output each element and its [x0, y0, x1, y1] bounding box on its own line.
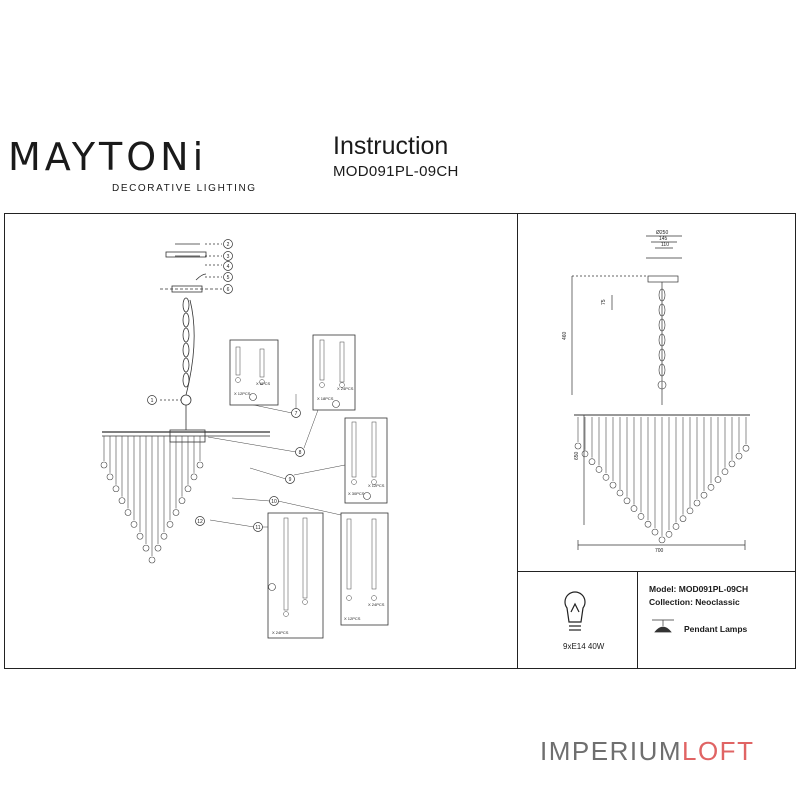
- dim-700: 700: [655, 548, 664, 554]
- spec-lamp: 9xE14 40W: [563, 642, 605, 651]
- crystal-drop: [616, 489, 624, 497]
- crystal-drop: [142, 544, 150, 552]
- crystal-drop: [154, 544, 162, 552]
- crystal-rods-left: [100, 436, 204, 564]
- part-count: X 24PCS: [368, 602, 385, 607]
- crystal-drop: [136, 532, 144, 540]
- crystal-drop: [714, 476, 722, 483]
- crystal-drop: [707, 484, 715, 491]
- crystal-drop: [178, 497, 186, 504]
- callout-12: 12: [197, 519, 203, 525]
- crystal-drop: [190, 473, 198, 481]
- drawing-frame: [4, 213, 796, 669]
- crystal-drop: [118, 497, 126, 504]
- watermark: IMPERIUMLOFT: [540, 736, 755, 766]
- crystal-drop: [630, 505, 638, 512]
- crystal-drop: [665, 530, 673, 538]
- crystal-rods-right: [574, 417, 750, 544]
- chandelier-body: [102, 405, 270, 443]
- crystal-drop: [651, 528, 659, 536]
- crystal-drop: [166, 521, 174, 528]
- callout-7: 7: [295, 411, 298, 417]
- callout-9: 9: [289, 477, 292, 483]
- part-count: X 12PCS: [344, 616, 361, 621]
- crystal-drop: [658, 536, 666, 544]
- spec-model: Model: MOD091PL-09CH: [649, 584, 749, 594]
- crystal-drop: [112, 485, 120, 493]
- crystal-drop: [172, 509, 180, 516]
- crystal-drop: [721, 468, 729, 476]
- part-count: X 24PCS: [337, 386, 354, 391]
- crystal-drop: [686, 507, 694, 515]
- mounting-parts: [160, 243, 222, 293]
- crystal-drop: [693, 499, 701, 507]
- crystal-drop: [581, 450, 589, 458]
- crystal-drop: [100, 461, 108, 469]
- part-count: X 18PCS: [317, 396, 334, 401]
- crystal-drop: [735, 452, 743, 460]
- dim-75: 75: [601, 299, 607, 305]
- crystal-drop: [637, 513, 645, 520]
- pendant-icon: [652, 619, 674, 633]
- crystal-drop: [595, 466, 603, 473]
- crystal-drop: [160, 532, 168, 540]
- dim-650: 650: [574, 451, 580, 460]
- crystal-drop: [184, 485, 192, 493]
- crystal-drop: [623, 497, 631, 505]
- callout-3: 3: [227, 254, 230, 260]
- spec-type: Pendant Lamps: [684, 624, 748, 634]
- model-heading: MOD091PL-09CH: [333, 163, 459, 180]
- dimension-drawing: [571, 235, 750, 550]
- callout-2: 2: [227, 242, 230, 248]
- crystal-drop: [196, 461, 204, 469]
- dim-diameter: Ø250: [656, 230, 668, 236]
- part-count: X 12PCS: [368, 483, 385, 488]
- crystal-drop: [672, 523, 680, 530]
- spec-collection: Collection: Neoclassic: [649, 597, 740, 607]
- brand-logo: MAYTONi: [8, 135, 208, 179]
- callout-5: 5: [227, 275, 230, 281]
- part-count: X 24PCS: [272, 630, 289, 635]
- frame-divider-horizontal: [517, 571, 796, 572]
- frame-divider-vertical: [517, 213, 518, 669]
- crystal-drop: [602, 473, 610, 481]
- brand-tagline: DECORATIVE LIGHTING: [112, 183, 257, 194]
- callout-8: 8: [299, 450, 302, 456]
- spec-divider: [637, 571, 638, 669]
- crystal-drop: [148, 556, 156, 564]
- crystal-drop: [588, 458, 596, 465]
- dim-110: 110: [661, 242, 669, 248]
- callout-11: 11: [255, 525, 260, 531]
- part-count: X 6PCS: [256, 381, 271, 386]
- callout-4: 4: [227, 264, 230, 270]
- crystal-drop: [679, 515, 687, 522]
- crystal-drop: [106, 473, 114, 481]
- crystal-drop: [644, 520, 652, 528]
- crystal-drop: [742, 444, 750, 452]
- part-count: X 30PCS: [348, 491, 365, 496]
- chain: [182, 297, 195, 396]
- crystal-drop: [609, 481, 617, 489]
- crystal-drop: [574, 442, 582, 450]
- part-boxes: [229, 334, 389, 639]
- crystal-drop: [700, 491, 708, 499]
- bulb-icon: [564, 591, 586, 631]
- callout-6: 6: [227, 287, 230, 293]
- callout-1: 1: [151, 398, 154, 404]
- crystal-drop: [130, 521, 138, 528]
- crystal-drop: [124, 509, 132, 516]
- part-count: X 12PCS: [234, 391, 251, 396]
- dim-460: 460: [562, 331, 568, 340]
- dim-145: 145: [659, 236, 668, 242]
- crystal-drop: [728, 460, 736, 468]
- callout-10: 10: [271, 499, 277, 505]
- page-title: Instruction: [333, 132, 449, 160]
